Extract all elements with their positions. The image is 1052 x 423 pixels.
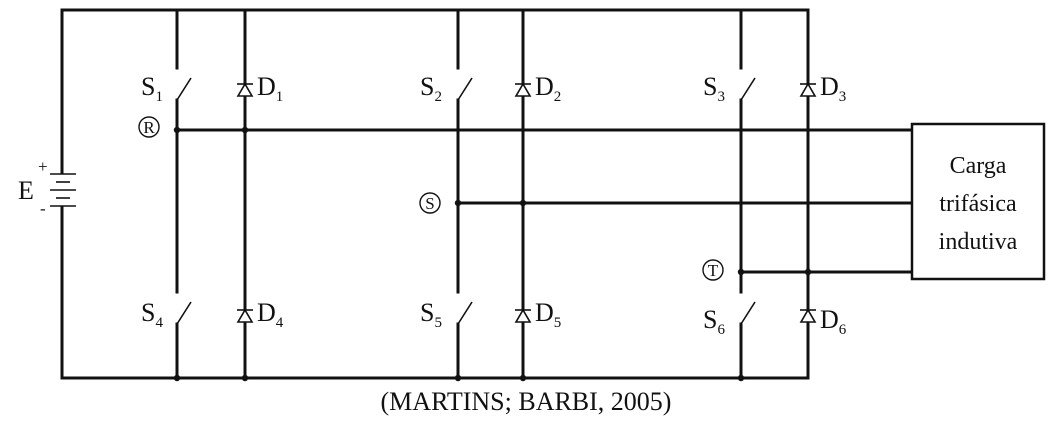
s6-switch-blade xyxy=(740,301,756,325)
node-r-label: R xyxy=(143,118,155,137)
d4-label: D4 xyxy=(257,298,284,331)
s4-label: S4 xyxy=(141,298,163,331)
d2-label: D2 xyxy=(535,72,561,105)
d3-diode-symbol xyxy=(799,82,817,97)
d2-diode-symbol xyxy=(514,82,532,97)
s5-label: S5 xyxy=(420,298,442,331)
d4-diode-symbol xyxy=(236,308,254,323)
source-plus-sign: + xyxy=(38,157,48,176)
s3-switch-blade xyxy=(740,77,756,101)
s2-switch-blade xyxy=(457,77,473,101)
load-label-line1: Carga xyxy=(950,153,1007,179)
s2-label: S2 xyxy=(420,72,442,105)
d5-label: D5 xyxy=(535,298,561,331)
d5-diode-symbol xyxy=(514,308,532,323)
source-label: E xyxy=(18,176,34,205)
d6-label: D6 xyxy=(820,305,847,338)
load-label-line2: trifásica xyxy=(939,191,1017,217)
s4-switch-blade xyxy=(176,301,192,325)
s1-label: S1 xyxy=(141,72,163,105)
node-r-marker: R xyxy=(138,116,160,138)
s3-label: S3 xyxy=(703,72,725,105)
d6-diode-symbol xyxy=(799,308,817,323)
load-box xyxy=(910,122,1046,281)
source-minus-sign: - xyxy=(40,199,46,218)
d1-diode-symbol xyxy=(236,82,254,97)
s5-switch-blade xyxy=(457,301,473,325)
load-label-line3: indutiva xyxy=(939,229,1018,255)
battery-symbol xyxy=(50,173,76,207)
node-t-marker: T xyxy=(702,259,724,281)
node-t-label: T xyxy=(708,261,719,280)
figure-citation: (MARTINS; BARBI, 2005) xyxy=(380,387,672,416)
circuit-schematic: E + - xyxy=(18,8,1046,382)
node-s-label: S xyxy=(425,194,434,213)
s6-label: S6 xyxy=(703,305,725,338)
node-s-marker: S xyxy=(419,192,441,214)
s1-switch-blade xyxy=(176,77,192,101)
d3-label: D3 xyxy=(820,72,846,105)
junction-dots xyxy=(173,126,812,382)
d1-label: D1 xyxy=(257,72,283,105)
